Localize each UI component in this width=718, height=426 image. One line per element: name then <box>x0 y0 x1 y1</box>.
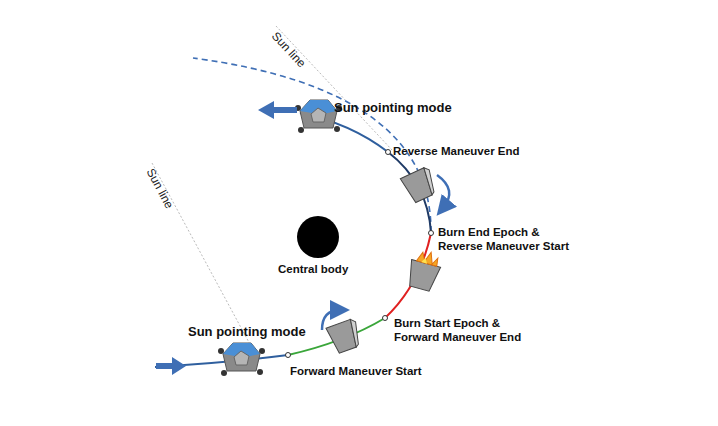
mode-label: Sun pointing mode <box>188 324 306 340</box>
spacecraft <box>218 343 265 376</box>
body-label: Central body <box>278 263 348 277</box>
central-body <box>297 216 339 258</box>
event-dot <box>383 316 388 321</box>
mode-label: Sun pointing mode <box>334 100 452 116</box>
event-label: Burn End Epoch & Reverse Maneuver Start <box>438 226 573 254</box>
thrusting-spacecraft <box>400 166 439 204</box>
event-label: Burn Start Epoch & Forward Maneuver End <box>394 317 524 345</box>
event-dot <box>386 150 391 155</box>
sun-line-label: Sun line <box>268 29 308 71</box>
event-label: Forward Maneuver Start <box>290 365 422 379</box>
rotation-arrow <box>437 175 449 208</box>
thrusting-spacecraft <box>326 318 364 355</box>
sun-line-label: Sun line <box>143 166 176 211</box>
event-dot <box>286 353 291 358</box>
velocity-arrow <box>156 357 186 375</box>
rotation-arrow <box>322 310 340 330</box>
velocity-arrow <box>258 101 297 119</box>
event-label: Reverse Maneuver End <box>393 145 520 159</box>
event-dot <box>429 231 434 236</box>
thrusting-spacecraft <box>405 248 444 292</box>
